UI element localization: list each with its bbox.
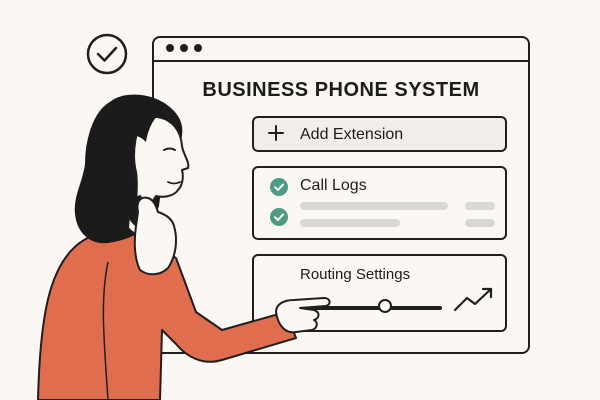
routing-settings-title: Routing Settings — [300, 266, 411, 283]
call-logs-title: Call Logs — [300, 177, 367, 194]
log-entry-meta-placeholder — [465, 219, 495, 227]
window-dot-icon — [166, 44, 174, 52]
add-extension-label: Add Extension — [300, 126, 404, 143]
log-entry-meta-placeholder — [465, 202, 495, 210]
log-entry-placeholder — [300, 219, 400, 227]
app-title: BUSINESS PHONE SYSTEM — [202, 79, 480, 101]
window-dot-icon — [180, 44, 188, 52]
plus-icon — [268, 125, 284, 141]
routing-slider-handle[interactable] — [378, 299, 393, 313]
log-entry-placeholder — [300, 202, 448, 210]
trend-up-icon — [453, 287, 493, 312]
window-dot-icon — [194, 44, 202, 52]
call-logs-panel[interactable]: Call Logs — [252, 166, 507, 240]
app-window: BUSINESS PHONE SYSTEM Add Extension Call… — [152, 36, 530, 354]
shirt-fold — [102, 261, 109, 400]
routing-slider-track[interactable] — [300, 306, 442, 310]
add-extension-button[interactable]: Add Extension — [252, 116, 507, 152]
phone-handset-icon — [104, 162, 153, 228]
checkmark-badge-icon — [86, 33, 128, 75]
window-titlebar — [154, 38, 528, 62]
routing-settings-panel: Routing Settings — [252, 254, 507, 332]
check-circle-icon — [270, 208, 288, 226]
check-circle-icon — [270, 178, 288, 196]
